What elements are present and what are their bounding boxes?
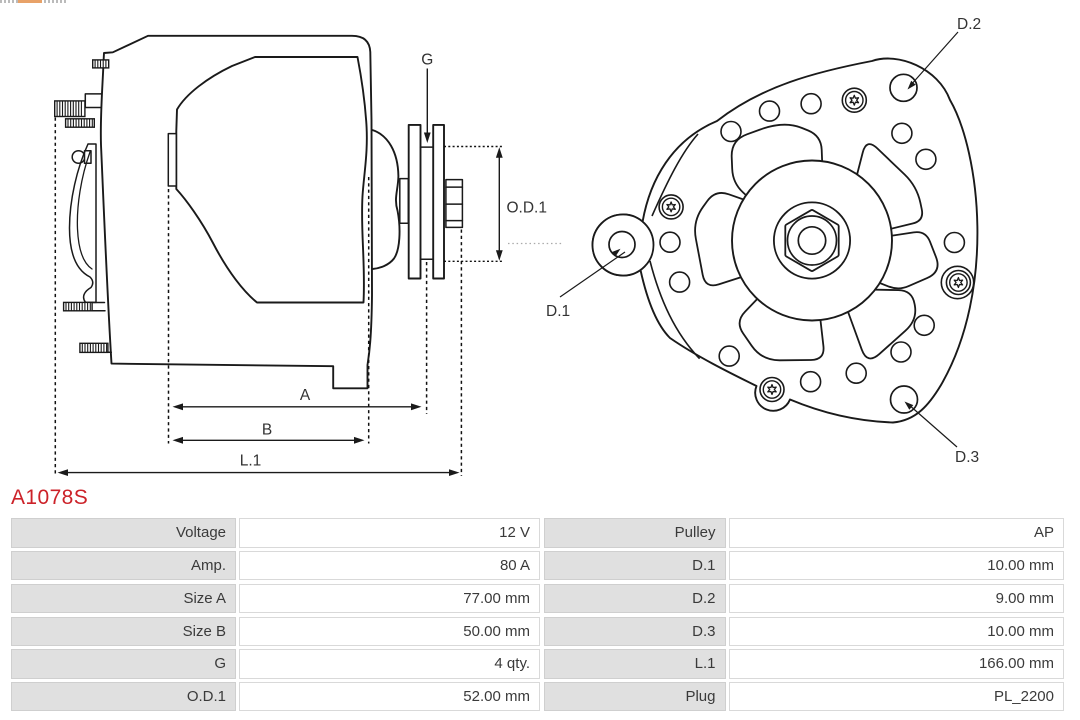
svg-text:D.3: D.3 xyxy=(955,449,979,466)
svg-text:D.2: D.2 xyxy=(957,16,981,33)
svg-text:L.1: L.1 xyxy=(240,453,262,470)
svg-text:B: B xyxy=(262,422,272,439)
svg-text:O.D.1: O.D.1 xyxy=(507,200,547,217)
svg-text:G: G xyxy=(421,52,433,69)
svg-text:A: A xyxy=(300,387,311,404)
svg-text:D.1: D.1 xyxy=(546,303,570,320)
